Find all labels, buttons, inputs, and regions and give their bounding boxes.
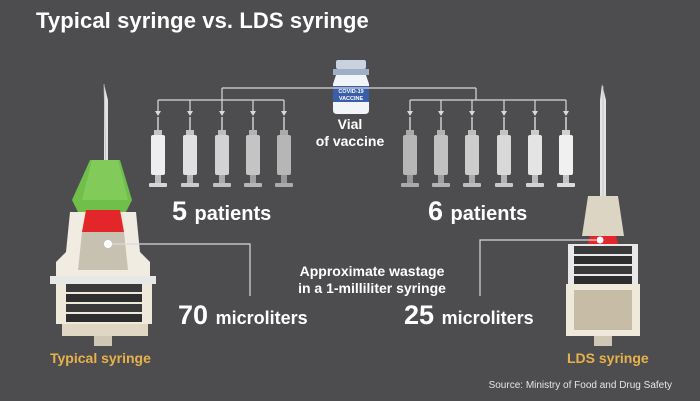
page-title: Typical syringe vs. LDS syringe: [36, 8, 369, 33]
wastage-marker-right: [596, 236, 604, 244]
left-patients-unit: patients: [194, 203, 272, 225]
small-syringe: [213, 117, 231, 187]
typical-syringe-illustration: [50, 83, 156, 346]
right-patients-value: 6: [428, 196, 444, 226]
connector-lines: [157, 87, 567, 112]
left-wastage-value: 70: [178, 300, 209, 330]
small-syringe: [181, 117, 199, 187]
wastage-marker-left: [104, 240, 112, 248]
small-syringe: [149, 117, 167, 187]
wastage-pointer-left: [112, 243, 251, 296]
vaccine-vial: COVID-19 VACCINE: [333, 60, 369, 114]
source-credit: Source: Ministry of Food and Drug Safety: [488, 380, 672, 391]
left-wastage: 70 microliters: [178, 300, 308, 331]
lds-syringe-label: LDS syringe: [567, 350, 649, 366]
small-syringe: [275, 117, 293, 187]
right-patients-count: 6 patients: [428, 196, 527, 227]
wastage-label: Approximate wastage in a 1-milliliter sy…: [298, 263, 446, 296]
typical-syringe-label: Typical syringe: [50, 350, 151, 366]
small-syringe: [557, 117, 575, 187]
small-syringe: [244, 117, 262, 187]
small-syringe: [463, 117, 481, 187]
svg-text:VACCINE: VACCINE: [339, 96, 364, 102]
left-patients-value: 5: [172, 196, 188, 226]
right-wastage-value: 25: [404, 300, 435, 330]
small-syringe: [526, 117, 544, 187]
left-patients-count: 5 patients: [172, 196, 271, 227]
connector-arrowheads: [155, 111, 569, 116]
vial-label: Vial of vaccine: [315, 116, 385, 149]
small-syringes-left: [149, 117, 293, 187]
left-wastage-unit: microliters: [215, 308, 308, 328]
right-wastage-unit: microliters: [441, 308, 534, 328]
lds-syringe-illustration: [566, 84, 640, 346]
wastage-pointer-right: [479, 239, 596, 296]
small-syringe: [432, 117, 450, 187]
vial-cap-text: COVID-19: [338, 89, 363, 95]
right-wastage: 25 microliters: [404, 300, 534, 331]
small-syringe: [401, 117, 419, 187]
right-patients-unit: patients: [450, 203, 528, 225]
small-syringe: [495, 117, 513, 187]
small-syringes-right: [401, 117, 575, 187]
